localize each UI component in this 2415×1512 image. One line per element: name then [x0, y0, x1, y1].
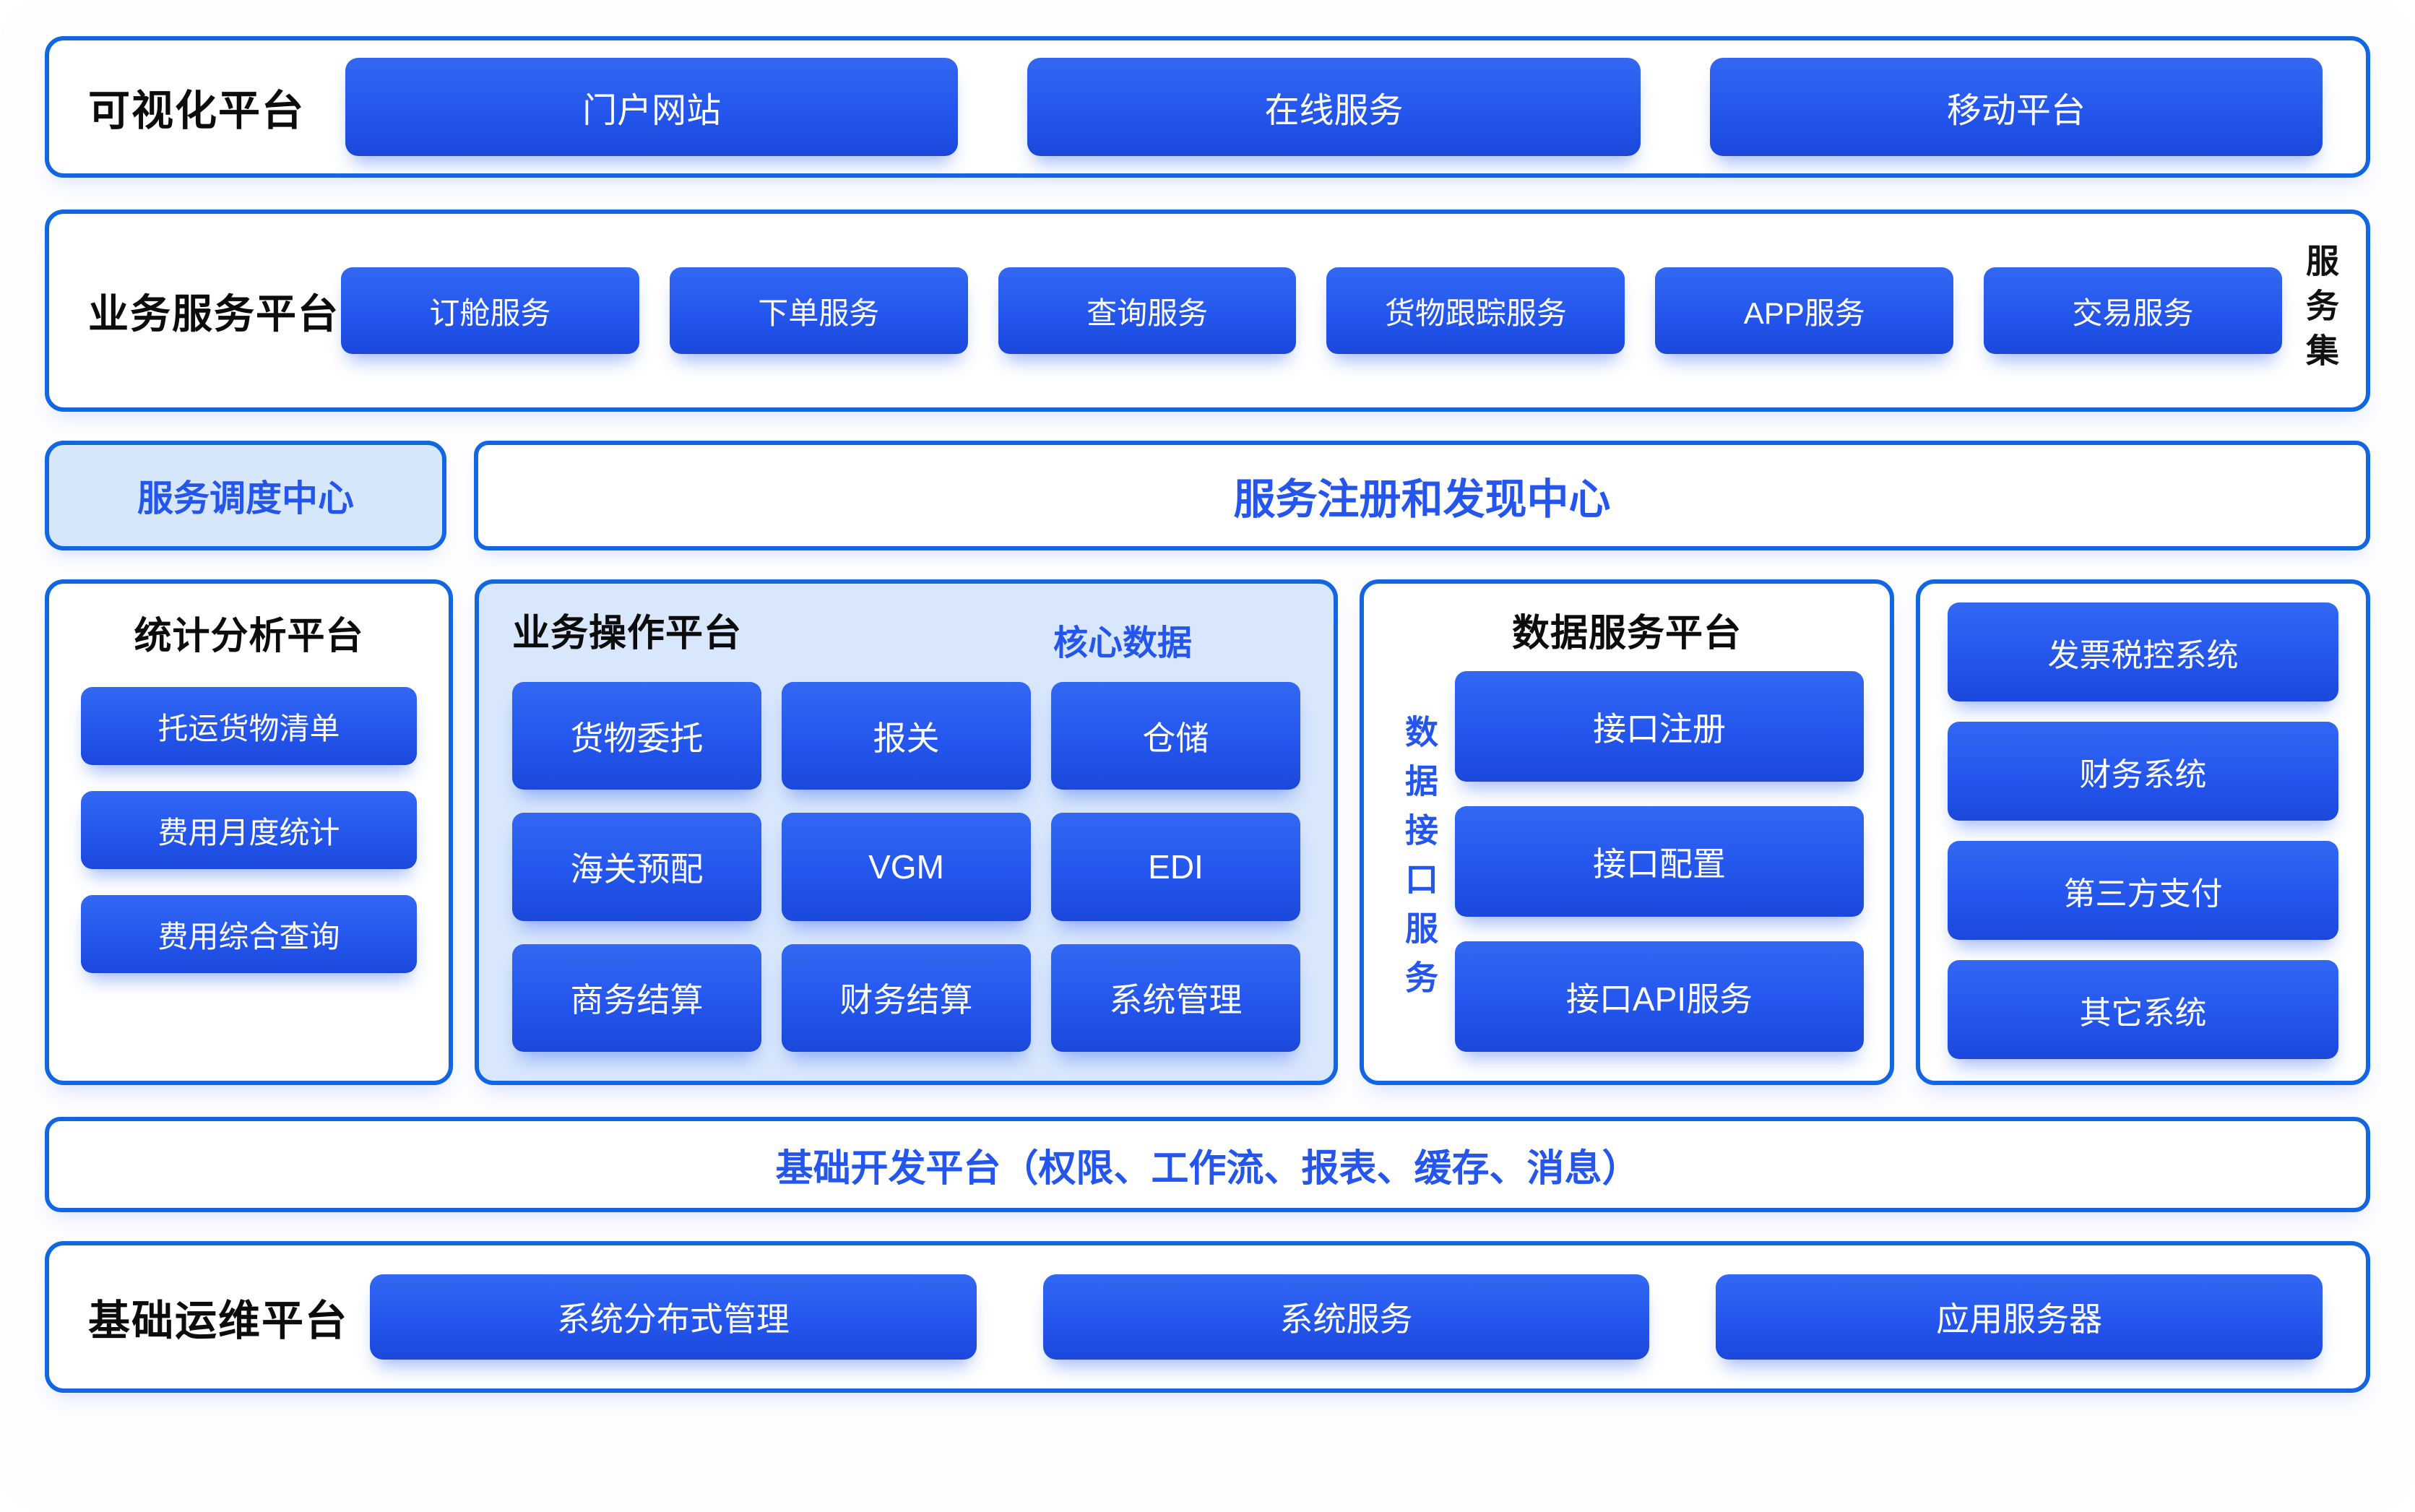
external-item-finance-system[interactable]: 财务系统 [1948, 722, 2338, 821]
stats-item-comprehensive-fee-query[interactable]: 费用综合查询 [81, 895, 417, 973]
ops-base-item-system-service[interactable]: 系统服务 [1042, 1274, 1650, 1360]
spacer [45, 178, 2370, 209]
visualization-item-online-service[interactable]: 在线服务 [1027, 58, 1641, 156]
stats-analysis-platform-panel: 统计分析平台 托运货物清单 费用月度统计 费用综合查询 [45, 579, 453, 1085]
ops-item-system-management[interactable]: 系统管理 [1051, 943, 1300, 1052]
external-item-other-systems[interactable]: 其它系统 [1948, 960, 2338, 1059]
business-item-app[interactable]: APP服务 [1655, 267, 1954, 354]
spacer [45, 1085, 2370, 1117]
ops-item-vgm[interactable]: VGM [782, 813, 1031, 921]
ops-base-item-application-server[interactable]: 应用服务器 [1716, 1274, 2323, 1360]
ops-item-cargo-entrustment[interactable]: 货物委托 [512, 682, 761, 790]
ops-item-business-settlement[interactable]: 商务结算 [512, 943, 761, 1052]
business-item-cargo-tracking[interactable]: 货物跟踪服务 [1326, 267, 1625, 354]
data-service-body: 数据接口服务 接口注册 接口配置 接口API服务 [1390, 667, 1864, 1056]
external-item-third-party-payment[interactable]: 第三方支付 [1948, 841, 2338, 940]
spacer [45, 412, 2370, 441]
data-service-items: 接口注册 接口配置 接口API服务 [1455, 667, 1864, 1056]
ops-base-item-distributed-management[interactable]: 系统分布式管理 [370, 1274, 977, 1360]
ops-item-warehousing[interactable]: 仓储 [1051, 682, 1300, 790]
data-interface-service-vertical-label: 数据接口服务 [1401, 714, 1438, 1009]
dev-base-platform-text: 基础开发平台（权限、工作流、报表、缓存、消息） [775, 1147, 1640, 1190]
business-item-order[interactable]: 下单服务 [669, 267, 968, 354]
ops-item-customs-declaration[interactable]: 报关 [782, 682, 1031, 790]
data-service-platform-title: 数据服务平台 [1511, 613, 1742, 655]
spacer [45, 1212, 2370, 1241]
visualization-item-portal[interactable]: 门户网站 [345, 58, 959, 156]
stats-item-monthly-fee-statistics[interactable]: 费用月度统计 [81, 791, 417, 869]
stats-analysis-platform-title: 统计分析平台 [134, 615, 364, 657]
visualization-platform-items: 门户网站 在线服务 移动平台 [327, 58, 2323, 156]
business-operation-platform-title: 业务操作平台 [512, 613, 743, 655]
business-operation-platform-panel: 业务操作平台 核心数据 货物委托 报关 仓储 海关预配 VGM EDI 商务结算… [475, 579, 1338, 1085]
visualization-item-mobile-platform[interactable]: 移动平台 [1709, 58, 2323, 156]
business-service-platform-row: 业务服务平台 订舱服务 下单服务 查询服务 货物跟踪服务 APP服务 交易服务 … [45, 209, 2370, 412]
visualization-platform-row: 可视化平台 门户网站 在线服务 移动平台 [45, 36, 2370, 178]
business-item-transaction[interactable]: 交易服务 [1984, 267, 2282, 354]
data-service-platform-panel: 数据服务平台 数据接口服务 接口注册 接口配置 接口API服务 [1360, 579, 1894, 1085]
business-service-items: 订舱服务 下单服务 查询服务 货物跟踪服务 APP服务 交易服务 [341, 267, 2282, 354]
core-data-label: 核心数据 [1053, 624, 1192, 662]
external-systems-panel: 发票税控系统 财务系统 第三方支付 其它系统 [1916, 579, 2370, 1085]
business-operation-header: 业务操作平台 核心数据 [512, 602, 1300, 665]
spacer [45, 550, 2370, 579]
data-item-interface-configuration[interactable]: 接口配置 [1455, 806, 1864, 917]
ops-item-financial-settlement[interactable]: 财务结算 [782, 943, 1031, 1052]
business-operation-items: 货物委托 报关 仓储 海关预配 VGM EDI 商务结算 财务结算 系统管理 [512, 682, 1300, 1052]
service-registry-discovery-center[interactable]: 服务注册和发现中心 [474, 441, 2370, 550]
ops-item-customs-pre-allocation[interactable]: 海关预配 [512, 813, 761, 921]
dev-base-platform-row: 基础开发平台（权限、工作流、报表、缓存、消息） [45, 1117, 2370, 1212]
service-center-row: 服务调度中心 服务注册和发现中心 [45, 441, 2370, 550]
external-item-invoice-tax-system[interactable]: 发票税控系统 [1948, 602, 2338, 701]
business-item-query[interactable]: 查询服务 [998, 267, 1297, 354]
ops-item-edi[interactable]: EDI [1051, 813, 1300, 921]
data-item-interface-api-service[interactable]: 接口API服务 [1455, 941, 1864, 1052]
business-service-platform-label: 业务服务平台 [88, 290, 340, 337]
business-item-booking[interactable]: 订舱服务 [341, 267, 639, 354]
stats-item-consigned-cargo-list[interactable]: 托运货物清单 [81, 687, 417, 765]
data-item-interface-registration[interactable]: 接口注册 [1455, 671, 1864, 782]
ops-base-items: 系统分布式管理 系统服务 应用服务器 [370, 1274, 2323, 1360]
external-systems-items: 发票税控系统 财务系统 第三方支付 其它系统 [1948, 602, 2338, 1059]
platform-columns-row: 统计分析平台 托运货物清单 费用月度统计 费用综合查询 业务操作平台 核心数据 … [45, 579, 2370, 1085]
service-collection-vertical-label: 服务集 [2302, 243, 2339, 378]
service-dispatch-center[interactable]: 服务调度中心 [45, 441, 446, 550]
stats-analysis-items: 托运货物清单 费用月度统计 费用综合查询 [81, 687, 417, 1055]
ops-base-platform-row: 基础运维平台 系统分布式管理 系统服务 应用服务器 [45, 1241, 2370, 1393]
visualization-platform-label: 可视化平台 [88, 87, 306, 134]
ops-base-platform-label: 基础运维平台 [88, 1297, 349, 1344]
